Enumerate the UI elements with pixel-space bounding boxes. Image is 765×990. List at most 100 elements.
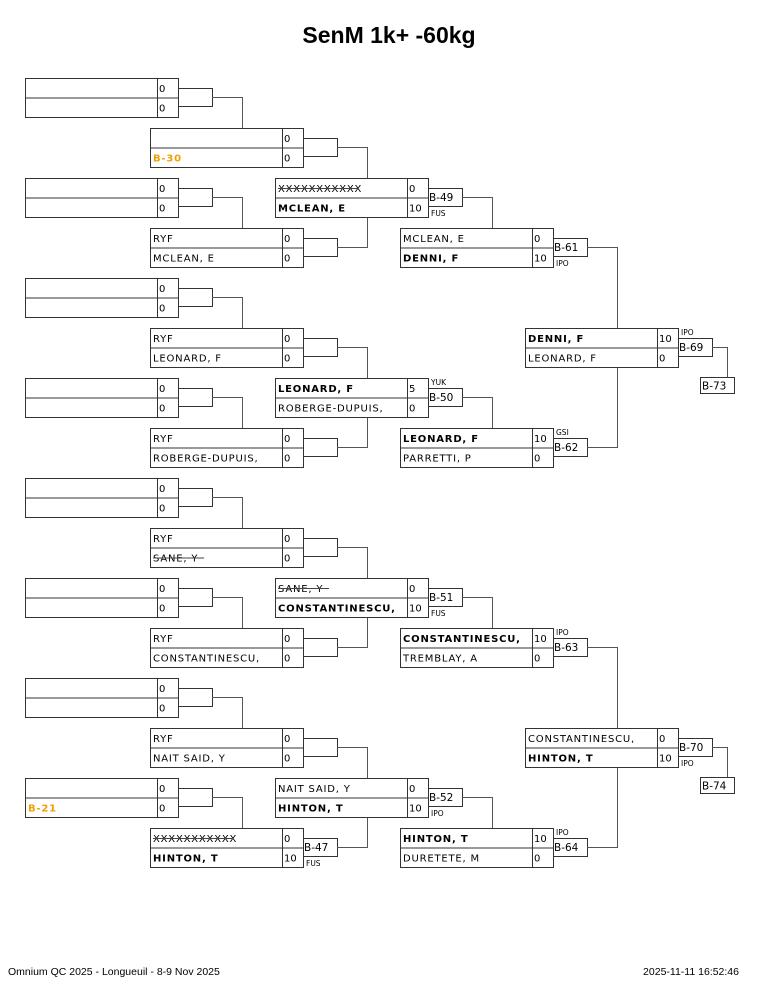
competitor-name: LEONARD, F bbox=[278, 384, 354, 395]
competitor-name: ROBERGE-DUPUIS, bbox=[153, 454, 258, 465]
match-number-box bbox=[178, 488, 213, 507]
competitor-score: 0 bbox=[159, 504, 165, 515]
competitor-score: 10 bbox=[409, 204, 422, 215]
competitor-name: NAIT SAID, Y bbox=[278, 784, 351, 795]
competitor-score: 0 bbox=[284, 834, 290, 845]
competitor-score: 0 bbox=[284, 254, 290, 265]
competitor-score: 0 bbox=[284, 134, 290, 145]
competitor-score: 0 bbox=[409, 184, 415, 195]
match-number: B-70 bbox=[679, 742, 703, 754]
next-match-box bbox=[700, 777, 735, 794]
competitor-score: 10 bbox=[659, 754, 672, 765]
bracket-connector bbox=[212, 797, 243, 828]
win-method: FUS bbox=[306, 859, 321, 868]
competitor-score: 0 bbox=[534, 854, 540, 865]
competitor-score: 0 bbox=[284, 554, 290, 565]
competitor-score: 0 bbox=[284, 334, 290, 345]
competitor-score: 0 bbox=[534, 454, 540, 465]
match-number: B-47 bbox=[304, 842, 328, 854]
competitor-score: 0 bbox=[284, 234, 290, 245]
bracket-connector bbox=[712, 747, 728, 777]
competitor-score: 0 bbox=[284, 534, 290, 545]
competitor-score: 0 bbox=[159, 704, 165, 715]
competitor-name: MCLEAN, E bbox=[278, 204, 346, 215]
bracket-connector bbox=[337, 147, 368, 178]
competitor-score: 0 bbox=[284, 654, 290, 665]
match-number-box bbox=[303, 738, 338, 757]
competitor-name: CONSTANTINESCU, bbox=[153, 654, 260, 665]
win-method: IPO bbox=[556, 828, 569, 837]
competitor-score: 0 bbox=[159, 404, 165, 415]
competitor-name: CONSTANTINESCU, bbox=[278, 604, 396, 615]
competitor-name: NAIT SAID, Y bbox=[153, 754, 226, 765]
competitor-score: 0 bbox=[284, 154, 290, 165]
bracket-connector bbox=[212, 197, 243, 228]
bracket-connector bbox=[337, 218, 368, 248]
bracket-connector bbox=[212, 397, 243, 428]
bracket-connector bbox=[462, 197, 493, 228]
competitor-name: RYF bbox=[153, 634, 174, 645]
competitor-score: 0 bbox=[159, 384, 165, 395]
competitor-name: MCLEAN, E bbox=[403, 234, 465, 245]
bracket-connector bbox=[587, 368, 618, 448]
win-method: IPO bbox=[681, 328, 694, 337]
bracket-title: SenM 1k+ -60kg bbox=[302, 22, 476, 48]
match-number: B-51 bbox=[429, 592, 453, 604]
match-number-box bbox=[178, 788, 213, 807]
competitor-name: RYF bbox=[153, 234, 174, 245]
competitor-score: 0 bbox=[409, 784, 415, 795]
competitor-score: 0 bbox=[284, 354, 290, 365]
competitor-name: RYF bbox=[153, 434, 174, 445]
match-number: B-50 bbox=[429, 392, 453, 404]
competitor-score: 10 bbox=[659, 334, 672, 345]
bracket-connector bbox=[587, 647, 618, 728]
match-number-box bbox=[178, 188, 213, 207]
competitor-score: 0 bbox=[159, 604, 165, 615]
bracket-connector bbox=[337, 618, 368, 648]
bracket-connector bbox=[337, 347, 368, 378]
competitor-name: DENNI, F bbox=[403, 254, 459, 265]
match-number-box bbox=[178, 88, 213, 107]
competitor-score: 0 bbox=[534, 234, 540, 245]
competitor-score: 10 bbox=[534, 254, 547, 265]
win-method: IPO bbox=[556, 628, 569, 637]
match-number: B-49 bbox=[429, 192, 453, 204]
competitor-name: RYF bbox=[153, 334, 174, 345]
competitor-score: 0 bbox=[159, 584, 165, 595]
competitor-score: 10 bbox=[534, 834, 547, 845]
competitor-name: DURETETE, M bbox=[403, 854, 480, 865]
win-method: YUK bbox=[430, 378, 447, 387]
win-method: IPO bbox=[556, 259, 569, 268]
match-number: B-63 bbox=[554, 642, 578, 654]
competitor-name: LEONARD, F bbox=[528, 354, 597, 365]
competitor-name: ROBERGE-DUPUIS, bbox=[278, 404, 383, 415]
match-number-box bbox=[178, 588, 213, 607]
competitor-name: SANE, Y bbox=[153, 554, 198, 565]
competitor-name: CONSTANTINESCU, bbox=[528, 734, 635, 745]
competitor-score: 0 bbox=[159, 284, 165, 295]
competitor-score: 10 bbox=[409, 804, 422, 815]
competitor-score: 0 bbox=[159, 804, 165, 815]
match-number-box bbox=[178, 688, 213, 707]
competitor-score: 0 bbox=[159, 784, 165, 795]
footer-timestamp: 2025-11-11 16:52:46 bbox=[643, 966, 739, 978]
bracket-connector bbox=[212, 497, 243, 528]
bracket-connector bbox=[337, 418, 368, 448]
competitor-score: 0 bbox=[409, 404, 415, 415]
match-number-box bbox=[303, 338, 338, 357]
match-number-box bbox=[303, 438, 338, 457]
competitor-score: 0 bbox=[284, 454, 290, 465]
next-match-number: B-73 bbox=[702, 381, 726, 393]
match-number-box bbox=[303, 538, 338, 557]
match-number: B-62 bbox=[554, 442, 578, 454]
bracket-connector bbox=[212, 597, 243, 628]
competitor-score: 0 bbox=[659, 354, 665, 365]
competitor-name: XXXXXXXXXXX bbox=[153, 834, 237, 845]
competitor-score: 0 bbox=[159, 84, 165, 95]
win-method: IPO bbox=[681, 759, 694, 768]
win-method: FUS bbox=[431, 209, 446, 218]
competitor-score: 10 bbox=[534, 634, 547, 645]
bracket-connector bbox=[462, 397, 493, 428]
competitor-score: 0 bbox=[159, 204, 165, 215]
